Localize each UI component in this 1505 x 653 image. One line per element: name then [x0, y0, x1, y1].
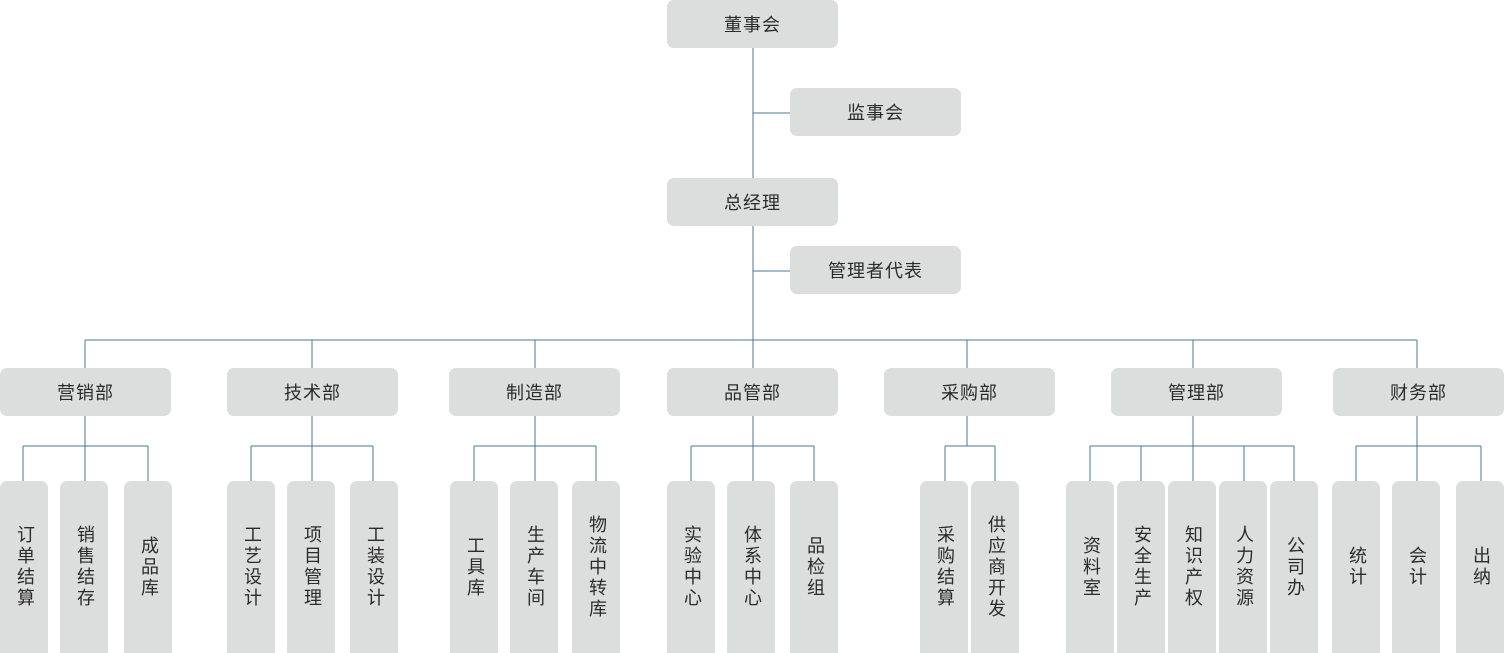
unit-label: 订单结算 [14, 525, 35, 609]
dept-quality-label: 品管部 [724, 383, 781, 404]
unit-label: 物流中转库 [586, 514, 607, 620]
unit-label: 知识产权 [1182, 525, 1203, 609]
unit-label: 安全生产 [1131, 525, 1152, 609]
general-manager-label: 总经理 [724, 193, 781, 214]
unit-finished-goods-warehouse: 成品库 [124, 481, 172, 653]
dept-finance-label: 财务部 [1390, 383, 1447, 404]
unit-label: 工艺设计 [241, 525, 262, 609]
dept-finance: 财务部 [1333, 368, 1504, 416]
unit-label: 出纳 [1470, 546, 1491, 588]
unit-laboratory-center: 实验中心 [667, 481, 715, 653]
dept-marketing-label: 营销部 [57, 383, 114, 404]
unit-label: 成品库 [138, 535, 159, 599]
unit-label: 销售结存 [74, 525, 95, 609]
unit-system-center: 体系中心 [727, 481, 775, 653]
unit-order-settlement: 订单结算 [0, 481, 48, 653]
unit-tooling-design: 工装设计 [350, 481, 398, 653]
supervisory-board-label: 监事会 [847, 103, 904, 124]
unit-archive-room: 资料室 [1066, 481, 1114, 653]
unit-accounting: 会计 [1392, 481, 1440, 653]
unit-project-management: 项目管理 [287, 481, 335, 653]
unit-logistics-transfer-warehouse: 物流中转库 [572, 481, 620, 653]
unit-label: 实验中心 [681, 525, 702, 609]
unit-label: 统计 [1346, 546, 1367, 588]
dept-marketing: 营销部 [0, 368, 171, 416]
unit-label: 生产车间 [524, 525, 545, 609]
dept-manufacturing-label: 制造部 [506, 383, 563, 404]
unit-label: 公司办 [1284, 535, 1305, 599]
unit-production-safety: 安全生产 [1117, 481, 1165, 653]
board-label: 董事会 [724, 15, 781, 36]
unit-production-workshop: 生产车间 [510, 481, 558, 653]
connector-lines [22, 48, 1482, 481]
unit-statistics: 统计 [1332, 481, 1380, 653]
unit-label: 供应商开发 [985, 514, 1006, 620]
unit-label: 工具库 [464, 535, 485, 599]
unit-label: 工装设计 [364, 525, 385, 609]
unit-label: 品检组 [804, 535, 825, 599]
dept-purchasing-label: 采购部 [941, 383, 998, 404]
unit-supplier-development: 供应商开发 [971, 481, 1019, 653]
supervisory-board-box: 监事会 [790, 88, 961, 136]
unit-label: 采购结算 [934, 525, 955, 609]
dept-administration: 管理部 [1111, 368, 1282, 416]
unit-purchase-settlement: 采购结算 [920, 481, 968, 653]
dept-purchasing: 采购部 [884, 368, 1055, 416]
management-representative-label: 管理者代表 [828, 261, 923, 282]
general-manager-box: 总经理 [667, 178, 838, 226]
unit-label: 项目管理 [301, 525, 322, 609]
unit-company-office: 公司办 [1270, 481, 1318, 653]
unit-label: 体系中心 [741, 525, 762, 609]
unit-quality-inspection-group: 品检组 [790, 481, 838, 653]
unit-tool-warehouse: 工具库 [450, 481, 498, 653]
board-box: 董事会 [667, 0, 838, 48]
dept-administration-label: 管理部 [1168, 383, 1225, 404]
dept-quality: 品管部 [667, 368, 838, 416]
management-representative-box: 管理者代表 [790, 246, 961, 294]
unit-sales-inventory: 销售结存 [60, 481, 108, 653]
unit-intellectual-property: 知识产权 [1168, 481, 1216, 653]
unit-cashier: 出纳 [1456, 481, 1504, 653]
unit-human-resources: 人力资源 [1219, 481, 1267, 653]
dept-technical: 技术部 [227, 368, 398, 416]
unit-label: 会计 [1406, 546, 1427, 588]
unit-label: 资料室 [1080, 535, 1101, 599]
dept-technical-label: 技术部 [284, 383, 341, 404]
unit-process-design: 工艺设计 [227, 481, 275, 653]
dept-manufacturing: 制造部 [449, 368, 620, 416]
unit-label: 人力资源 [1233, 525, 1254, 609]
